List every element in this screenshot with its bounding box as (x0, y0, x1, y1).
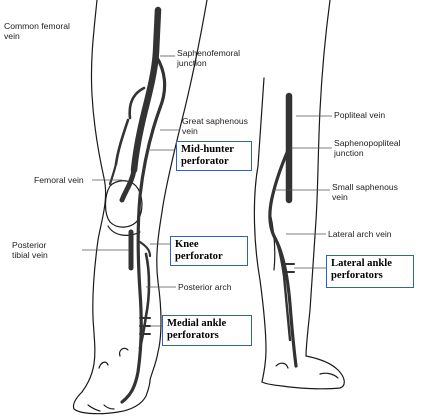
label-line: Saphenopopliteal (334, 138, 401, 148)
box-medial-ankle-perforators: Medial ankle perforators (162, 315, 252, 346)
box-line: perforators (167, 329, 219, 341)
label-lateral-arch-vein: Lateral arch vein (328, 229, 392, 239)
femoral-vein (119, 167, 137, 203)
label-line: Femoral vein (34, 175, 84, 185)
label-line: Popliteal vein (334, 110, 386, 120)
label-line: Lateral arch vein (328, 229, 392, 239)
label-line: Posterior arch (178, 282, 232, 292)
left-leg-veins (108, 6, 167, 404)
box-line: Medial ankle (167, 318, 227, 329)
great-saphenous-vein (120, 54, 167, 404)
box-line: Mid-hunter (181, 144, 234, 155)
label-line: tibial vein (12, 250, 48, 260)
label-great-saphenous-vein: Great saphenous vein (182, 116, 248, 136)
right-leg-veins (268, 92, 298, 368)
lateral-arch-vein (274, 238, 292, 342)
label-line: Saphenofemoral (177, 48, 241, 58)
box-lateral-ankle-perforators: Lateral ankle perforators (326, 255, 414, 288)
label-popliteal-vein: Popliteal vein (334, 110, 385, 120)
posterior-arch-vein (138, 252, 151, 350)
box-line: Knee (175, 239, 199, 250)
box-line: perforators (331, 269, 383, 281)
label-line: vein (4, 31, 20, 41)
label-line: Common femoral (4, 21, 70, 31)
label-posterior-tibial-vein: Posterior tibial vein (12, 240, 48, 260)
label-line: vein (182, 126, 198, 136)
box-mid-hunter-perforator: Mid-hunter perforator (176, 141, 252, 171)
leader-lines (82, 55, 332, 327)
label-common-femoral-vein: Common femoral vein (4, 21, 70, 41)
label-line: Small saphenous (332, 182, 398, 192)
box-knee-perforator: Knee perforator (170, 236, 248, 266)
label-saphenofemoral-junction: Saphenofemoral junction (177, 48, 240, 68)
box-line: perforator (181, 155, 229, 167)
common-femoral-vein (130, 6, 162, 174)
label-line: junction (334, 148, 364, 158)
box-line: perforator (175, 250, 223, 262)
label-line: vein (332, 192, 348, 202)
label-line: junction (177, 58, 207, 68)
label-posterior-arch: Posterior arch (178, 282, 232, 292)
label-line: Posterior (12, 240, 47, 250)
label-saphenopopliteal-junction: Saphenopopliteal junction (334, 138, 400, 158)
label-femoral-vein: Femoral vein (34, 175, 84, 185)
box-line: Lateral ankle (331, 258, 392, 269)
label-small-saphenous-vein: Small saphenous vein (332, 182, 398, 202)
right-leg-outline (253, 0, 345, 390)
label-line: Great saphenous (182, 116, 248, 126)
